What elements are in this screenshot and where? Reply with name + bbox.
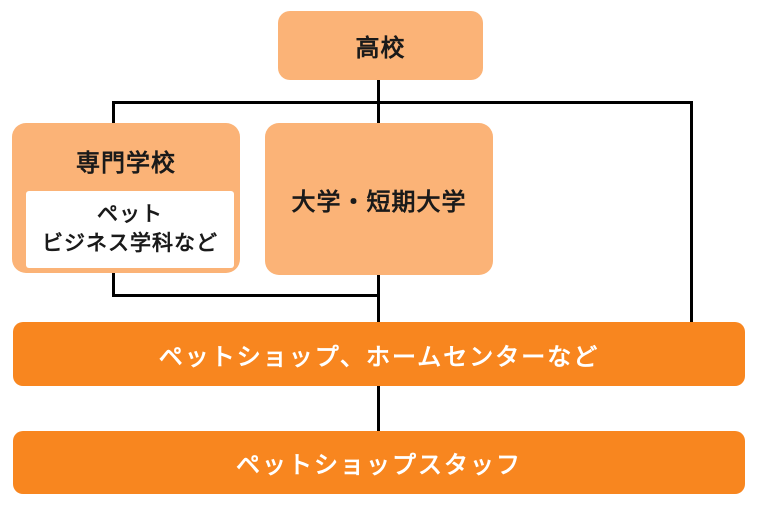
node-pet-shop-staff: ペットショップスタッフ: [13, 431, 745, 494]
node-pet-shop-home-center: ペットショップ、ホームセンターなど: [13, 322, 745, 386]
connector-employers-to-occupation: [377, 386, 380, 432]
node-vocational-school-label: 専門学校: [76, 150, 176, 177]
node-highschool-label: 高校: [355, 35, 406, 62]
connector-to-university: [377, 101, 380, 126]
node-pet-business-department: ペット ビジネス学科など: [26, 191, 234, 268]
pet-business-dept-line2: ビジネス学科など: [42, 231, 218, 255]
node-vocational-school: 専門学校 ペット ビジネス学科など: [12, 123, 240, 273]
connector-vocational-down: [112, 271, 115, 297]
connector-direct-to-employers: [690, 101, 693, 324]
connector-university-down: [377, 275, 380, 324]
node-highschool: 高校: [278, 11, 483, 80]
pet-business-dept-line1: ペット: [97, 203, 163, 227]
connector-mid-horizontal: [112, 294, 380, 297]
connector-top-horizontal: [112, 101, 693, 104]
node-pet-shop-staff-label: ペットショップスタッフ: [236, 452, 522, 479]
node-university: 大学・短期大学: [265, 123, 493, 275]
connector-to-vocational: [112, 101, 115, 126]
node-pet-shop-home-center-label: ペットショップ、ホームセンターなど: [158, 343, 600, 371]
node-university-label: 大学・短期大学: [291, 188, 467, 216]
connector-highschool-down: [377, 78, 380, 104]
